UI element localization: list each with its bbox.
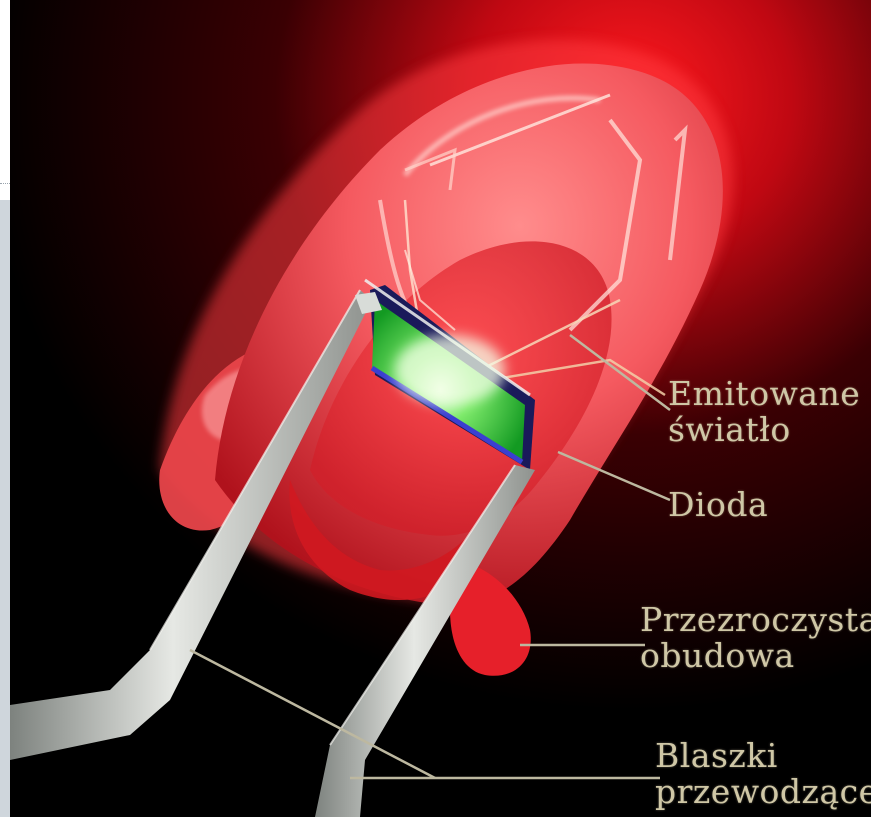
side-panel-strip xyxy=(0,200,10,817)
label-diode: Dioda xyxy=(668,487,768,523)
label-transparent-housing: Przezroczysta obudowa xyxy=(640,602,871,674)
label-emitted-light: Emitowane światło xyxy=(668,376,860,448)
label-conductive-strips: Blaszki przewodzące xyxy=(655,738,871,810)
